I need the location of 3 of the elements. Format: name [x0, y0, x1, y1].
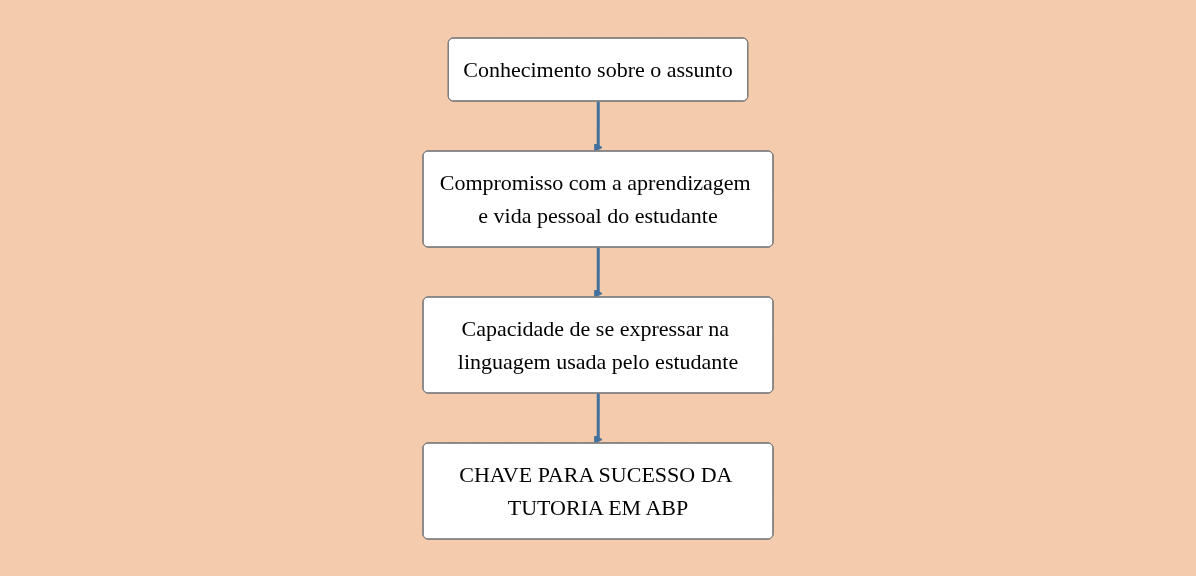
arrow — [594, 99, 603, 152]
arrow — [594, 245, 603, 298]
arrow — [594, 391, 603, 444]
